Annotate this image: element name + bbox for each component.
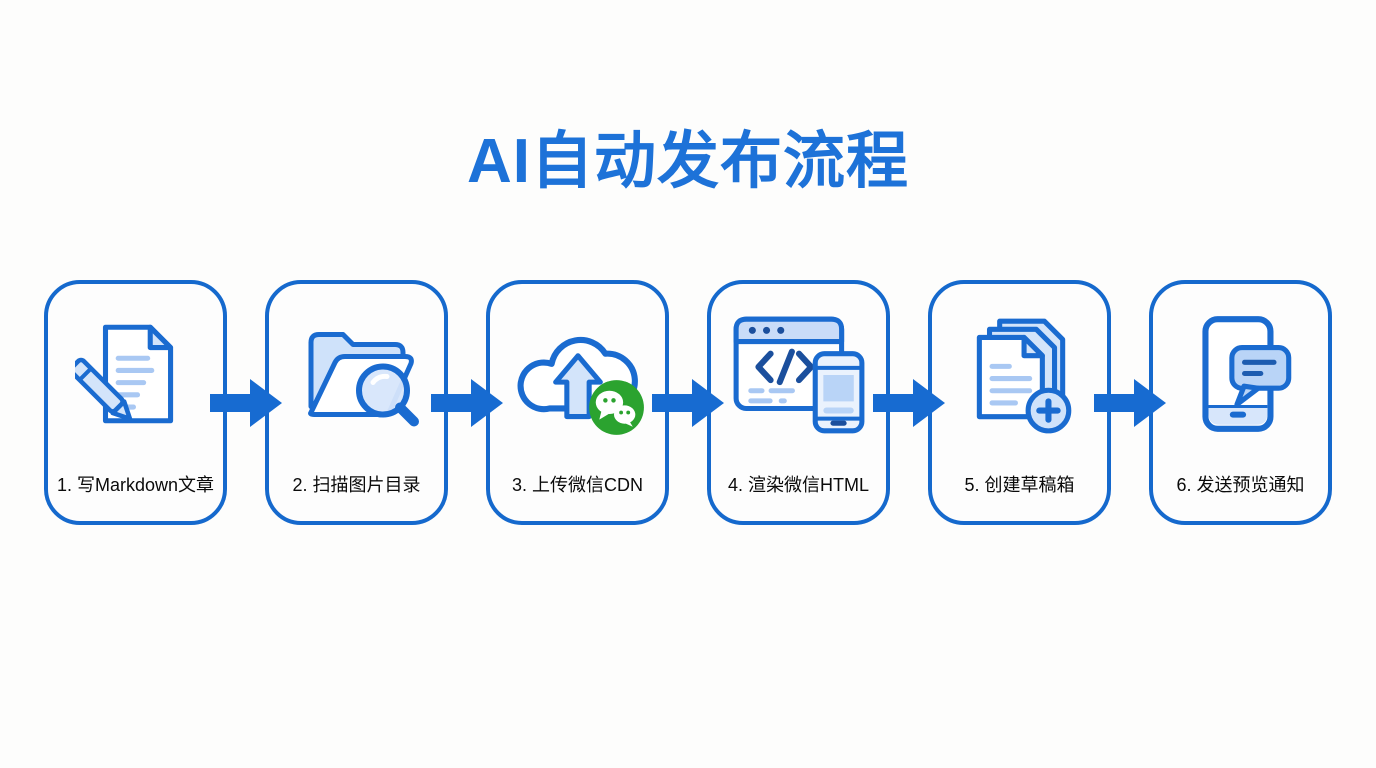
flow-arrow-icon — [431, 377, 503, 429]
document-pen-icon — [48, 284, 223, 464]
flow-arrow-icon — [1094, 377, 1166, 429]
step-label-1: 1. 写Markdown文章 — [56, 475, 215, 495]
phone-message-icon — [1153, 284, 1328, 464]
flow-arrow-icon — [652, 377, 724, 429]
flow-arrow-icon — [873, 377, 945, 429]
flow-arrow-icon — [210, 377, 282, 429]
page-title: AI自动发布流程 — [466, 126, 909, 196]
step-label-3: 3. 上传微信CDN — [511, 475, 643, 495]
step-card-send-preview: 6. 发送预览通知 — [1149, 280, 1332, 525]
step-card-render-html: 4. 渲染微信HTML — [707, 280, 890, 525]
step-label-2: 2. 扫描图片目录 — [292, 475, 421, 495]
step-card-upload-cdn: 3. 上传微信CDN — [486, 280, 669, 525]
step-card-scan-images: 2. 扫描图片目录 — [265, 280, 448, 525]
step-card-write-markdown: 1. 写Markdown文章 — [44, 280, 227, 525]
folder-search-icon — [269, 284, 444, 464]
step-card-create-draft: 5. 创建草稿箱 — [928, 280, 1111, 525]
step-label-6: 6. 发送预览通知 — [1176, 475, 1305, 495]
browser-code-phone-icon — [711, 284, 886, 464]
step-label-4: 4. 渲染微信HTML — [727, 475, 869, 495]
step-label-5: 5. 创建草稿箱 — [964, 475, 1075, 495]
flow-diagram: 1. 写Markdown文章 2. 扫描图片目录 — [44, 280, 1332, 525]
cloud-upload-wechat-icon — [490, 284, 665, 464]
documents-add-icon — [932, 284, 1107, 464]
